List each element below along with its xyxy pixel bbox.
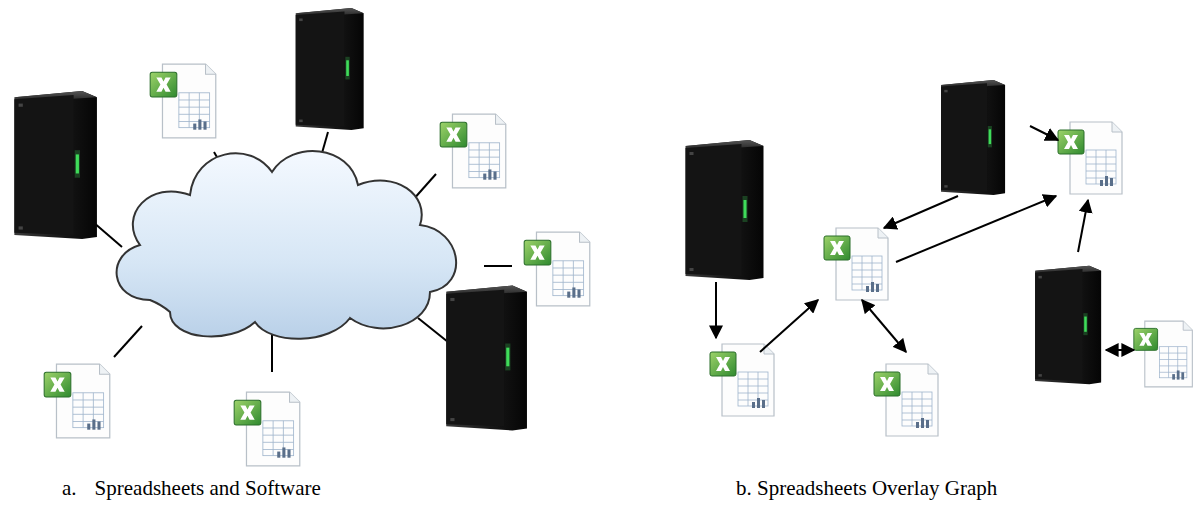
illustration-part — [1030, 126, 1058, 140]
server-icon — [941, 80, 1005, 195]
illustration-part — [760, 300, 818, 352]
cloud — [117, 151, 457, 339]
illustration-part — [271, 334, 273, 372]
server-icon — [446, 286, 527, 431]
illustration-part — [484, 265, 512, 267]
spreadsheet-icon — [234, 392, 300, 466]
panel-caption: a. Spreadsheets and Software — [62, 476, 321, 501]
server-icon — [296, 8, 364, 130]
illustration-part — [1078, 200, 1088, 252]
illustration-part — [93, 222, 122, 247]
spreadsheet-icon — [44, 364, 110, 438]
illustration-part — [715, 282, 717, 338]
spreadsheet-icon — [150, 64, 216, 138]
panel-caption: b. Spreadsheets Overlay Graph — [736, 476, 997, 501]
server-icon — [686, 140, 764, 280]
spreadsheet-icon — [440, 114, 506, 188]
spreadsheet-icon — [1134, 321, 1193, 387]
illustration-part — [114, 326, 142, 357]
illustration-part — [884, 196, 958, 228]
spreadsheet-icon — [824, 228, 888, 300]
caption-text: b. Spreadsheets Overlay Graph — [736, 476, 997, 501]
overlay-arrows — [716, 126, 1134, 352]
spreadsheet-icon — [524, 232, 590, 306]
server-icon — [1035, 266, 1101, 385]
caption-text: a. — [62, 476, 77, 501]
illustration-part — [1106, 349, 1134, 351]
spreadsheet-icon — [874, 364, 938, 436]
illustration-part — [862, 300, 906, 352]
spreadsheet-icon — [1058, 122, 1122, 194]
spreadsheet-icon — [710, 344, 774, 416]
illustration-part — [896, 196, 1056, 262]
caption-text: Spreadsheets and Software — [95, 476, 321, 501]
server-icon — [14, 91, 97, 239]
